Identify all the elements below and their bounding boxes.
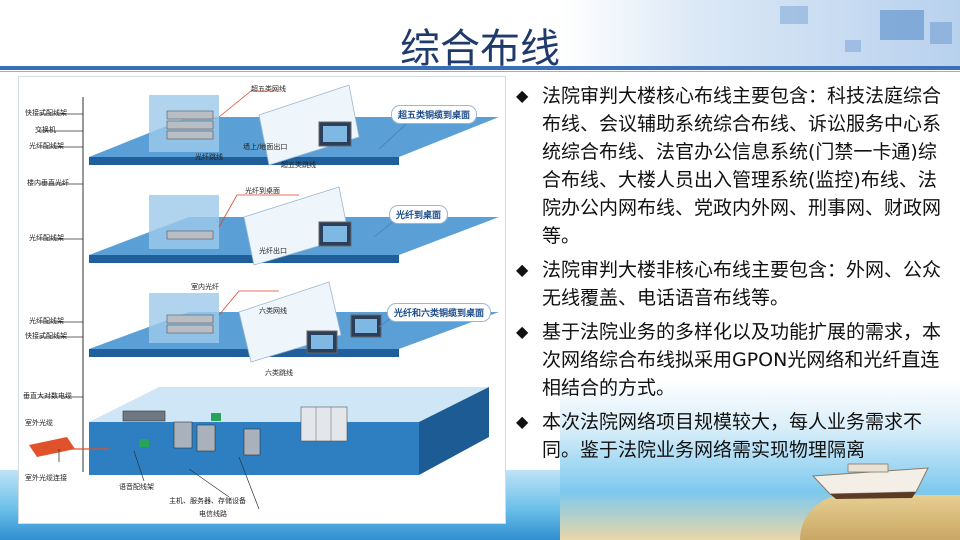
label-indoor-fiber: 室内光纤 bbox=[191, 283, 219, 291]
label-fiber-panel: 光纤配线架 bbox=[29, 234, 64, 242]
cabling-diagram-graphic bbox=[29, 84, 499, 510]
label-outdoor-fiber: 室外光缆 bbox=[25, 419, 53, 427]
boat-icon bbox=[811, 463, 929, 499]
title-divider-thin bbox=[0, 71, 960, 72]
rack-icon bbox=[166, 110, 214, 120]
decor-square bbox=[780, 6, 808, 24]
rack-icon bbox=[173, 421, 193, 449]
bullet-text: 法院审判大楼非核心布线主要包含：外网、公众无线覆盖、电话语音布线等。 bbox=[542, 259, 942, 309]
rack-icon bbox=[122, 410, 166, 422]
floor-2 bbox=[89, 186, 499, 266]
title-divider bbox=[0, 66, 960, 70]
rack-icon bbox=[243, 428, 261, 456]
label-voice-panel: 语音配线架 bbox=[119, 483, 154, 491]
rack-icon bbox=[166, 120, 214, 130]
label-fiber-to-desk: 光纤到桌面 bbox=[245, 187, 280, 195]
rack-icon bbox=[166, 324, 214, 334]
callout-fiber-cat6-to-desk: 光纤和六类铜缆到桌面 bbox=[387, 303, 492, 322]
switch-icon bbox=[166, 230, 214, 240]
label-fiber-jumper: 光纤跳线 bbox=[195, 153, 223, 161]
callout-fiber-to-desk: 光纤到桌面 bbox=[389, 205, 449, 224]
outdoor-entry-plate bbox=[29, 437, 75, 457]
decor-square bbox=[880, 10, 924, 40]
label-outdoor-fiber-conn: 室外光缆连接 bbox=[25, 474, 67, 482]
decor-square bbox=[930, 22, 952, 44]
rack-icon bbox=[300, 406, 348, 442]
diamond-bullet-icon: ◆ bbox=[516, 412, 529, 431]
bullet-item: ◆ 基于法院业务的多样化以及功能扩展的需求，本次网络综合布线拟采用GPON光网络… bbox=[514, 318, 952, 402]
label-cat5-jumper: 超五类跳线 bbox=[281, 161, 316, 169]
bullet-text: 法院审判大楼核心布线主要包含：科技法庭综合布线、会议辅助系统综合布线、诉讼服务中… bbox=[542, 85, 942, 247]
bullet-item: ◆ 法院审判大楼非核心布线主要包含：外网、公众无线覆盖、电话语音布线等。 bbox=[514, 256, 952, 312]
decor-square bbox=[845, 40, 861, 52]
bullet-list: ◆ 法院审判大楼核心布线主要包含：科技法庭综合布线、会议辅助系统综合布线、诉讼服… bbox=[514, 82, 952, 470]
cabling-diagram: 超五类铜缆到桌面 光纤到桌面 光纤和六类铜缆到桌面 快接式配线架 交换机 光纤配… bbox=[18, 76, 506, 524]
label-fiber-outlet: 光纤出口 bbox=[259, 247, 287, 255]
label-cat5-net: 超五类网线 bbox=[251, 85, 286, 93]
label-fiber-panel: 光纤配线架 bbox=[29, 317, 64, 325]
floor-1 bbox=[89, 84, 499, 166]
bullet-text: 基于法院业务的多样化以及功能扩展的需求，本次网络综合布线拟采用GPON光网络和光… bbox=[542, 321, 942, 399]
label-fast-patch-panel: 快接式配线架 bbox=[25, 109, 67, 117]
diamond-bullet-icon: ◆ bbox=[516, 86, 529, 105]
rack-icon bbox=[166, 130, 214, 140]
rack-icon bbox=[166, 314, 214, 324]
equipment-room bbox=[89, 387, 489, 475]
floor-3 bbox=[89, 281, 499, 363]
label-switch: 交换机 bbox=[35, 126, 56, 134]
callout-cat5-to-desk: 超五类铜缆到桌面 bbox=[391, 105, 478, 124]
label-telecom-line: 电信线路 bbox=[199, 510, 227, 518]
diamond-bullet-icon: ◆ bbox=[516, 322, 529, 341]
label-vertical-fiber: 楼内垂直光纤 bbox=[27, 179, 69, 187]
label-wall-outlet: 墙上/地面出口 bbox=[243, 143, 288, 151]
label-host-servers: 主机、服务器、存储设备 bbox=[169, 497, 246, 505]
label-cat6-net: 六类网线 bbox=[259, 307, 287, 315]
label-fast-patch-panel: 快接式配线架 bbox=[25, 332, 67, 340]
bullet-item: ◆ 法院审判大楼核心布线主要包含：科技法庭综合布线、会议辅助系统综合布线、诉讼服… bbox=[514, 82, 952, 250]
sand-decoration bbox=[800, 495, 960, 540]
bullet-text: 本次法院网络项目规模较大，每人业务需求不同。鉴于法院业务网络需实现物理隔离 bbox=[542, 411, 923, 461]
rack-icon bbox=[196, 424, 216, 452]
label-cat6-jumper: 六类跳线 bbox=[265, 369, 293, 377]
bullet-item: ◆ 本次法院网络项目规模较大，每人业务需求不同。鉴于法院业务网络需实现物理隔离 bbox=[514, 408, 952, 464]
diamond-bullet-icon: ◆ bbox=[516, 260, 529, 279]
label-fiber-panel: 光纤配线架 bbox=[29, 142, 64, 150]
page-title: 综合布线 bbox=[400, 26, 560, 72]
label-vertical-cable: 垂直大对数电缆 bbox=[23, 392, 72, 400]
